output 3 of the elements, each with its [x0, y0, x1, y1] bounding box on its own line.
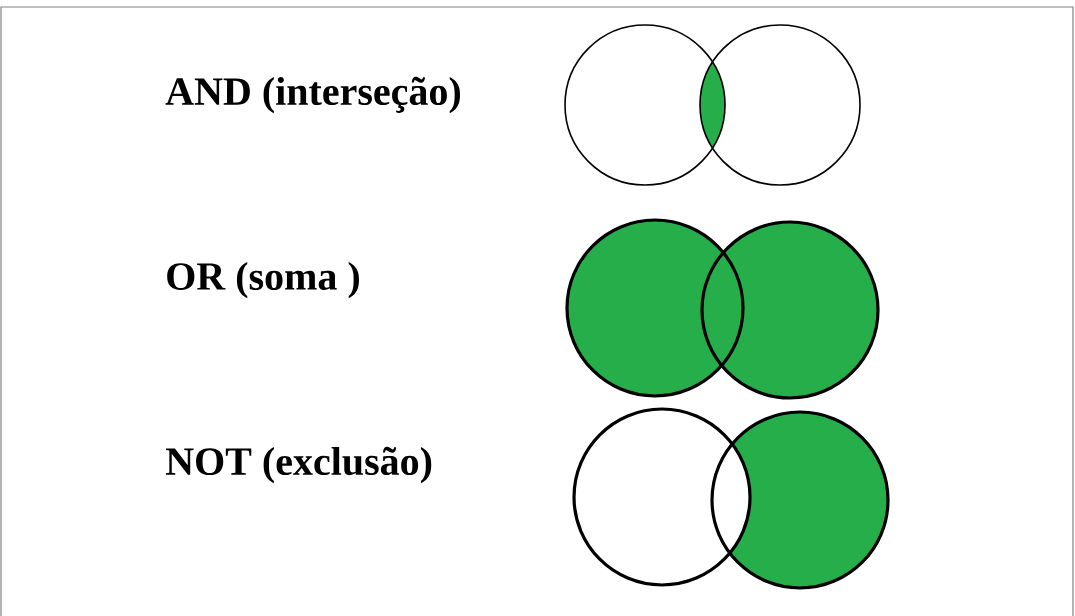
operator-label: OR (soma ): [167, 261, 359, 299]
operator-label: AND (interseção): [165, 76, 460, 114]
operator-label: NOT (exclusão): [165, 446, 432, 484]
